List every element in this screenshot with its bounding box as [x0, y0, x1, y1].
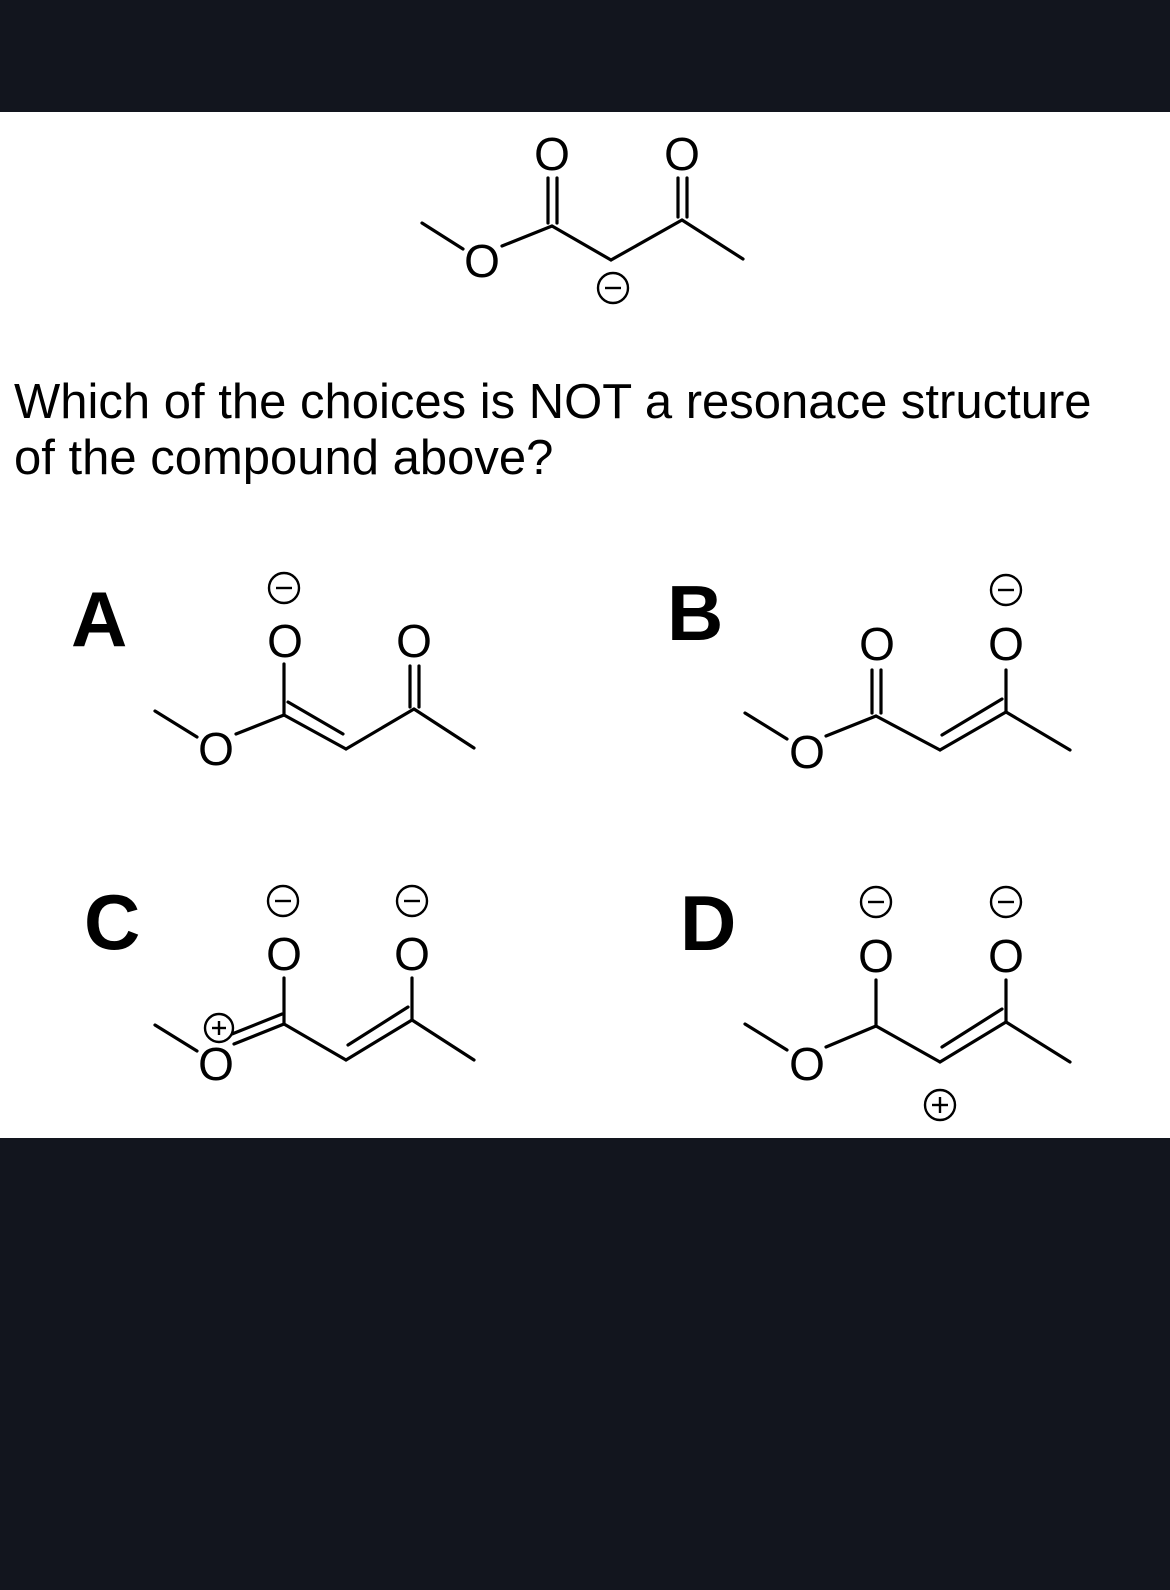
bond [1004, 1020, 1072, 1064]
bond [286, 700, 345, 736]
oxygen-atom: O [988, 618, 1024, 670]
oxygen-atom: O [858, 930, 894, 982]
oxygen-atom: O [198, 1038, 234, 1090]
bond [874, 714, 942, 752]
negative-charge-icon [596, 271, 630, 305]
positive-charge-icon [923, 1088, 957, 1122]
oxygen-atom: O [789, 726, 825, 778]
bond [609, 218, 684, 262]
bond [938, 1020, 1008, 1064]
bond [234, 713, 286, 736]
question-line: Which of the choices is NOT a resonace s… [14, 375, 1092, 429]
negative-charge-icon [266, 884, 300, 918]
bond [153, 709, 199, 739]
bond [938, 710, 1008, 752]
negative-charge-icon [989, 885, 1023, 919]
bond [412, 707, 476, 750]
choice-b: B O O O [667, 569, 1072, 778]
bond [344, 707, 416, 751]
oxygen-atom: O [988, 930, 1024, 982]
choice-letter: B [667, 569, 723, 657]
oxygen-atom: O [267, 615, 303, 667]
negative-charge-icon [267, 571, 301, 605]
bond [282, 1022, 348, 1062]
oxygen-atom: O [534, 128, 570, 180]
oxygen-atom: O [464, 235, 500, 287]
bond [680, 218, 745, 261]
bond [824, 714, 878, 738]
choice-letter: C [84, 878, 140, 966]
bond [153, 1023, 199, 1053]
bond [344, 1018, 414, 1062]
positive-charge-icon [203, 1012, 235, 1044]
choice-a: A O O O [71, 571, 476, 775]
bond [232, 1022, 286, 1046]
bond [743, 711, 789, 741]
oxygen-atom: O [198, 723, 234, 775]
bond [230, 1012, 284, 1036]
bond [346, 1005, 410, 1047]
oxygen-atom: O [266, 928, 302, 980]
bond [550, 224, 613, 262]
oxygen-atom: O [396, 615, 432, 667]
bond [874, 1024, 942, 1064]
question-panel: O O O A O O O [0, 112, 1170, 1138]
bond [410, 1018, 476, 1062]
choice-d: D O O O [680, 879, 1072, 1122]
bond [824, 1024, 878, 1049]
original-compound: O O O [420, 128, 745, 305]
bond [743, 1022, 789, 1052]
bond [282, 713, 348, 751]
choice-letter: D [680, 879, 736, 967]
negative-charge-icon [989, 573, 1023, 607]
bond [940, 1007, 1004, 1049]
structures-drawing: O O O A O O O [71, 128, 1072, 1122]
question-line: of the compound above? [14, 431, 554, 485]
negative-charge-icon [395, 884, 429, 918]
bond [940, 697, 1004, 737]
oxygen-atom: O [664, 128, 700, 180]
oxygen-atom: O [859, 618, 895, 670]
negative-charge-icon [859, 885, 893, 919]
bond [1004, 710, 1072, 752]
choice-letter: A [71, 575, 127, 663]
bond [420, 221, 465, 251]
bond [500, 224, 554, 248]
oxygen-atom: O [789, 1038, 825, 1090]
choice-c: C O O O [84, 878, 476, 1090]
question-text: Which of the choices is NOT a resonace s… [14, 374, 1164, 486]
oxygen-atom: O [394, 928, 430, 980]
